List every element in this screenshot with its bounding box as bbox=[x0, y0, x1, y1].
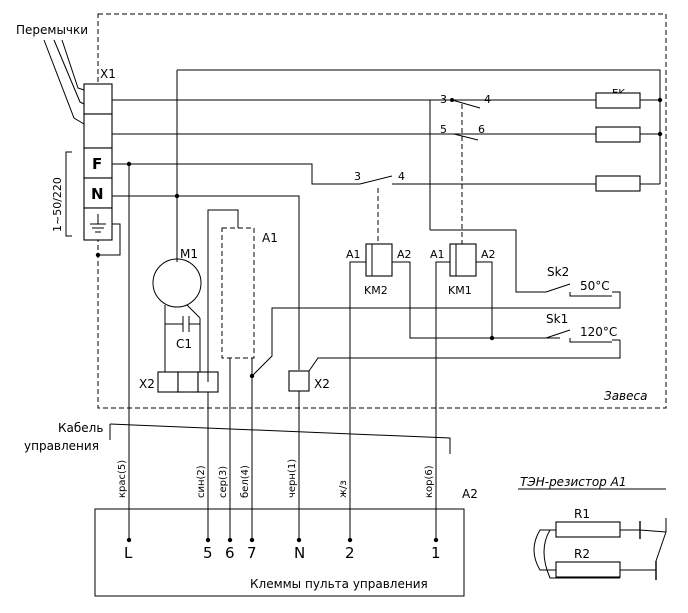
a2-label: A2 bbox=[462, 487, 478, 501]
capacitor-c1: C1 bbox=[165, 316, 200, 351]
terminal-5: 5 bbox=[203, 544, 213, 562]
ground-icon bbox=[90, 214, 106, 233]
km2-a2-label: A2 bbox=[397, 248, 412, 261]
relay-km1: A1 A2 KM1 bbox=[430, 229, 546, 540]
wire-drops bbox=[207, 391, 300, 540]
terminal-2: 2 bbox=[345, 544, 355, 562]
wire-labels: крас(5) син(2) сер(3) бел(4) черн(1) ж/з… bbox=[117, 459, 435, 498]
relay-km2: A1 A2 KM2 bbox=[346, 243, 560, 540]
a1-block: A1 bbox=[207, 209, 560, 540]
terminal-block-x1: X1 F N bbox=[83, 67, 116, 241]
sk1-label: Sk1 bbox=[546, 312, 568, 326]
supply-label: 1~50/220 bbox=[51, 177, 64, 232]
contact-5-upper: 5 bbox=[440, 123, 447, 136]
thermostat-sk2: Sk2 50°C bbox=[545, 265, 621, 309]
terminal-6: 6 bbox=[225, 544, 235, 562]
x1-label: X1 bbox=[100, 67, 116, 81]
c1-label: C1 bbox=[176, 337, 192, 351]
jumpers-label: Перемычки bbox=[16, 23, 88, 37]
r2-label: R2 bbox=[574, 547, 590, 561]
x2-left-label: X2 bbox=[139, 377, 155, 391]
thermostat-sk1: Sk1 120°C bbox=[545, 312, 620, 343]
cable-label-1: Кабель bbox=[58, 421, 103, 435]
wire-label-white: бел(4) bbox=[240, 465, 251, 498]
contact-3-lower: 3 bbox=[354, 170, 361, 183]
contact-3-upper: 3 bbox=[440, 93, 447, 106]
contact-6-upper: 6 bbox=[478, 123, 485, 136]
km1-a2-label: A2 bbox=[481, 248, 496, 261]
cable-label-2: управления bbox=[24, 439, 99, 453]
wire-label-black: черн(1) bbox=[287, 459, 298, 498]
curtain-enclosure bbox=[97, 13, 667, 409]
terminal-L: L bbox=[124, 544, 133, 562]
m1-label: M1 bbox=[180, 247, 198, 261]
r1-label: R1 bbox=[574, 507, 590, 521]
terminal-n: N bbox=[91, 185, 104, 203]
x2-right-label: X2 bbox=[314, 377, 330, 391]
km2-a1-label: A1 bbox=[346, 248, 361, 261]
wire-label-brown: кор(6) bbox=[424, 465, 435, 498]
motor-m1: M1 bbox=[152, 247, 202, 372]
panel-caption: Клеммы пульта управления bbox=[250, 577, 428, 591]
wire-label-blue: син(2) bbox=[196, 465, 207, 498]
control-panel-a2: A2 L 5 6 7 N 2 1 Клеммы пульта управлени… bbox=[94, 487, 478, 597]
a1-block-label: A1 bbox=[262, 231, 278, 245]
heater-ek-group: EK bbox=[595, 88, 663, 192]
x2-left-terminal: X2 bbox=[139, 371, 219, 393]
heater-title: ТЭН-резистор A1 bbox=[520, 475, 626, 489]
sk2-label: Sk2 bbox=[547, 265, 569, 279]
terminal-N: N bbox=[294, 544, 305, 562]
terminal-1: 1 bbox=[431, 544, 441, 562]
km2-label: KM2 bbox=[364, 284, 388, 297]
km2-contact: 3 4 bbox=[354, 170, 596, 185]
zavesa-label: Завеса bbox=[604, 389, 647, 403]
km1-label: KM1 bbox=[448, 284, 472, 297]
km1-a1-label: A1 bbox=[430, 248, 445, 261]
km1-contacts: 3 4 5 6 bbox=[429, 93, 491, 230]
sk1-temp-label: 120°C bbox=[580, 325, 617, 339]
jumper-wires bbox=[43, 39, 85, 125]
x2-right-terminal: X2 bbox=[288, 340, 621, 392]
sk2-temp-label: 50°C bbox=[580, 279, 610, 293]
wire-label-yg: ж/з bbox=[338, 480, 349, 498]
control-cable: Кабель управления bbox=[24, 421, 451, 454]
contact-4-lower: 4 bbox=[398, 170, 405, 183]
wire-label-red: крас(5) bbox=[117, 460, 128, 498]
terminal-7: 7 bbox=[247, 544, 257, 562]
contact-4-upper: 4 bbox=[484, 93, 491, 106]
terminal-f: F bbox=[92, 155, 102, 173]
heater-resistor-detail: ТЭН-резистор A1 R1 R2 bbox=[518, 475, 667, 580]
wire-label-grey: сер(3) bbox=[218, 466, 229, 498]
